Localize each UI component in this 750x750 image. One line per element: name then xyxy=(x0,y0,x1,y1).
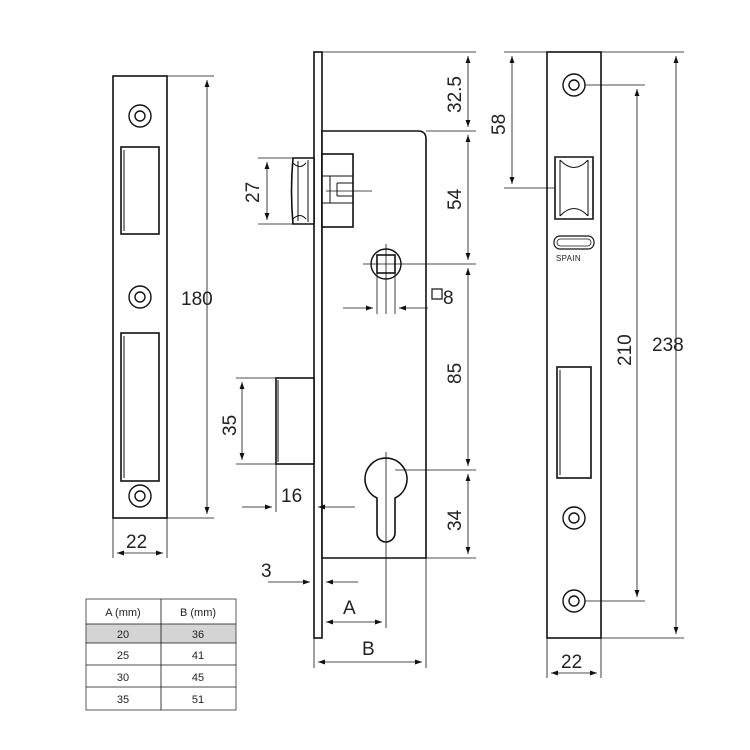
dim-faceplate-latch-offset: 58 xyxy=(489,51,555,189)
dim-latch-height: 27 xyxy=(243,157,293,225)
table-header-b: B (mm) xyxy=(180,607,216,619)
faceplate-fixing-hole-bottom xyxy=(562,589,586,613)
dim-deadbolt-height-label: 35 xyxy=(220,415,241,436)
deadbolt xyxy=(275,377,315,465)
dim-backset-b: B xyxy=(313,558,427,668)
centerlines xyxy=(326,190,476,628)
faceplate-deadbolt-opening xyxy=(556,366,592,479)
dim-strike-width-label: 22 xyxy=(126,532,147,553)
dim-faceplate-fixing: 210 xyxy=(585,84,645,602)
table-cell-b: 45 xyxy=(192,672,204,684)
table-cell-a: 25 xyxy=(117,650,129,662)
strike-latch-slot xyxy=(120,146,160,235)
dim-backset-a: A xyxy=(321,558,382,632)
dim-deadbolt-throw: 16 xyxy=(242,464,355,512)
table-cell-b: 51 xyxy=(192,694,204,706)
forend-plate xyxy=(313,51,323,639)
strike-plate xyxy=(112,75,168,519)
strike-fixing-hole-middle xyxy=(128,285,152,309)
table-cell-a: 35 xyxy=(117,694,129,706)
dim-forend-thickness: 3 xyxy=(261,561,358,585)
dim-strike-height-label: 180 xyxy=(181,289,213,310)
lock-case xyxy=(321,130,427,559)
latch-mechanism xyxy=(321,153,354,228)
dim-faceplate-height: 238 xyxy=(601,51,684,639)
table-cell-b: 36 xyxy=(192,629,204,641)
backset-table: A (mm) B (mm) 20 36 25 41 30 45 35 51 xyxy=(85,598,237,711)
table-cell-b: 41 xyxy=(192,650,204,662)
dim-top-offset-label: 32.5 xyxy=(445,76,466,113)
dim-strike-height: 180 xyxy=(167,75,214,519)
table-header-a: A (mm) xyxy=(105,607,140,619)
dim-latch-to-spindle-label: 54 xyxy=(445,188,466,210)
dim-forend-thickness-label: 3 xyxy=(261,561,272,582)
strike-fixing-hole-bottom xyxy=(128,484,152,508)
strike-fixing-hole-top xyxy=(128,104,152,128)
dim-strike-width: 22 xyxy=(112,518,168,558)
dim-latch-height-label: 27 xyxy=(243,182,264,203)
dim-backset-b-label: B xyxy=(362,639,375,660)
faceplate-fixing-hole-top xyxy=(562,73,586,97)
table-cell-a: 20 xyxy=(117,629,129,641)
table-cell-a: 30 xyxy=(117,672,129,684)
square-symbol-icon xyxy=(431,288,443,300)
dim-faceplate-latch-offset-label: 58 xyxy=(489,114,510,135)
dim-backset-a-label: A xyxy=(343,598,356,619)
dim-spindle-to-cylinder-label: 85 xyxy=(445,363,466,384)
lock-body xyxy=(275,51,427,639)
dim-cylinder-to-bottom-label: 34 xyxy=(445,509,466,531)
dim-spindle-square: 8 xyxy=(343,273,454,314)
brand-origin-label: SPAIN xyxy=(556,254,581,263)
faceplate-fixing-hole-middle xyxy=(562,506,586,530)
dim-faceplate-fixing-label: 210 xyxy=(615,334,636,366)
brand-logo xyxy=(553,235,595,250)
faceplate: SPAIN xyxy=(546,51,602,639)
dim-faceplate-height-label: 238 xyxy=(652,335,684,356)
dim-deadbolt-height: 35 xyxy=(220,377,276,465)
dim-faceplate-width-label: 22 xyxy=(561,652,582,673)
dim-chain-right: 32.5 54 85 34 xyxy=(322,51,476,559)
dim-deadbolt-throw-label: 16 xyxy=(281,486,302,507)
latch-bolt xyxy=(290,157,315,225)
faceplate-latch-opening xyxy=(554,156,594,220)
dim-spindle-square-label: 8 xyxy=(443,288,454,309)
dim-faceplate-width: 22 xyxy=(546,638,602,678)
strike-deadbolt-slot xyxy=(120,332,160,482)
